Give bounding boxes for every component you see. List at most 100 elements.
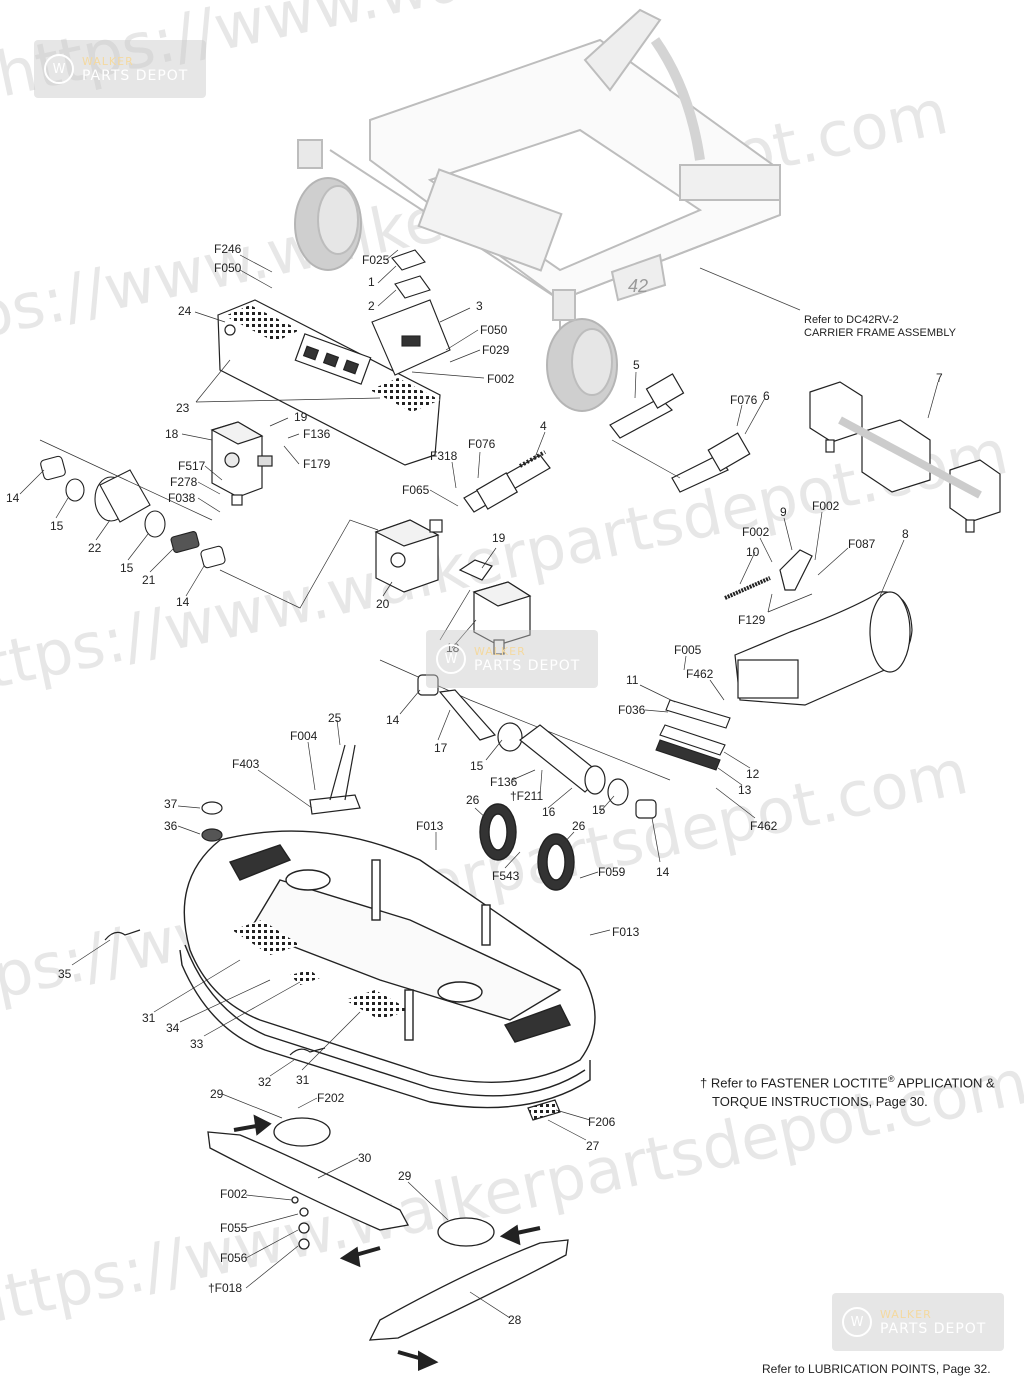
callout-F318: F318 (430, 449, 458, 463)
blade-28 (368, 1217, 569, 1341)
callout-labels: F246 F050 F025 1 2 3 F050 F029 F002 24 2… (6, 242, 943, 1327)
logo-line2: PARTS DEPOT (474, 658, 581, 674)
callout-F076: F076 (730, 393, 758, 407)
callout-28: 28 (508, 1313, 522, 1327)
callout-F076: F076 (468, 437, 496, 451)
callout-31: 31 (296, 1073, 310, 1087)
callout-F211: †F211 (510, 789, 543, 803)
callout-F004: F004 (290, 729, 318, 743)
rotation-arrows (233, 1114, 541, 1372)
callout-F056: F056 (220, 1251, 248, 1265)
callout-20: 20 (376, 597, 390, 611)
callout-F005: F005 (674, 643, 702, 657)
callout-16: 16 (542, 805, 556, 819)
pulley-26-upper (479, 803, 517, 861)
hairpin-clip-35 (104, 929, 141, 941)
mower-deck (179, 830, 596, 1109)
loctite-line1-end: APPLICATION & (894, 1075, 995, 1091)
callout-F013: F013 (416, 819, 444, 833)
gearbox-18-upper (210, 421, 273, 506)
blade-30 (207, 1117, 409, 1250)
callout-F206: F206 (588, 1115, 616, 1129)
callout-24: 24 (178, 304, 192, 318)
callout-F543: F543 (492, 869, 520, 883)
callout-F462: F462 (686, 667, 714, 681)
callout-F029: F029 (482, 343, 510, 357)
callout-29: 29 (398, 1169, 412, 1183)
callout-F246: F246 (214, 242, 242, 256)
callout-30: 30 (358, 1151, 372, 1165)
callout-2: 2 (368, 299, 375, 313)
loctite-line2: TORQUE INSTRUCTIONS, Page 30. (712, 1094, 928, 1110)
discharge-chute-8 (734, 591, 913, 706)
callout-17: 17 (434, 741, 448, 755)
spindle-shaft-17 (417, 674, 657, 819)
carrier-frame (294, 8, 781, 412)
logo-line2: PARTS DEPOT (82, 68, 189, 84)
label-plate-27 (527, 1099, 561, 1121)
callout-25: 25 (328, 711, 342, 725)
callout-F129: F129 (738, 613, 766, 627)
assembly-guide-lines (39, 439, 671, 781)
callout-27: 27 (586, 1139, 600, 1153)
callout-33: 33 (190, 1037, 204, 1051)
callout-leaders (19, 249, 939, 1319)
callout-37: 37 (164, 797, 178, 811)
callout-F018: †F018 (208, 1281, 242, 1295)
logo-line1: WALKER (474, 645, 526, 658)
callout-F002: F002 (742, 525, 770, 539)
callout-F013: F013 (612, 925, 640, 939)
callout-7: 7 (936, 371, 943, 385)
callout-15: 15 (50, 519, 64, 533)
callout-15: 15 (120, 561, 134, 575)
callout-14: 14 (656, 865, 670, 879)
callout-26: 26 (572, 819, 586, 833)
callout-F002: F002 (812, 499, 840, 513)
callout-F002: F002 (487, 372, 515, 386)
callout-19: 19 (492, 531, 506, 545)
top-cover-24 (217, 299, 441, 466)
frame-size-label: 42 (628, 276, 648, 296)
hairpin-clip-32 (289, 1047, 326, 1056)
logo-line1: WALKER (82, 55, 134, 68)
pulley-26-lower (537, 833, 575, 891)
driveshaft-6 (671, 432, 751, 493)
callout-1: 1 (368, 275, 375, 289)
logo-w-icon: W (436, 644, 466, 674)
callout-13: 13 (738, 783, 752, 797)
callout-F136: F136 (490, 775, 518, 789)
callout-9: 9 (780, 505, 787, 519)
carrier-frame-reference-note: Refer to DC42RV-2 CARRIER FRAME ASSEMBLY (804, 314, 956, 340)
callout-F050: F050 (214, 261, 242, 275)
callout-F179: F179 (303, 457, 331, 471)
callout-F050: F050 (480, 323, 508, 337)
callout-F403: F403 (232, 757, 260, 771)
callout-F002: F002 (220, 1187, 248, 1201)
callout-F517: F517 (178, 459, 206, 473)
callout-F462: F462 (750, 819, 778, 833)
callout-3: 3 (476, 299, 483, 313)
callout-10: 10 (746, 545, 760, 559)
dagger-symbol: † (700, 1075, 708, 1091)
logo-w-icon: W (842, 1307, 872, 1337)
callout-F202: F202 (317, 1091, 345, 1105)
callout-34: 34 (166, 1021, 180, 1035)
logo-line2: PARTS DEPOT (880, 1321, 987, 1337)
callout-29: 29 (210, 1087, 224, 1101)
logo-w-icon: W (44, 54, 74, 84)
registered-mark: ® (887, 1074, 895, 1084)
logo-line1: WALKER (880, 1308, 932, 1321)
callout-22: 22 (88, 541, 102, 555)
callout-8: 8 (902, 527, 909, 541)
callout-F087: F087 (848, 537, 876, 551)
spacers-36-37 (201, 801, 223, 842)
callout-F038: F038 (168, 491, 196, 505)
callout-14: 14 (386, 713, 400, 727)
callout-21: 21 (142, 573, 156, 587)
carrier-note-line2: CARRIER FRAME ASSEMBLY (804, 327, 956, 339)
callout-18: 18 (165, 427, 179, 441)
